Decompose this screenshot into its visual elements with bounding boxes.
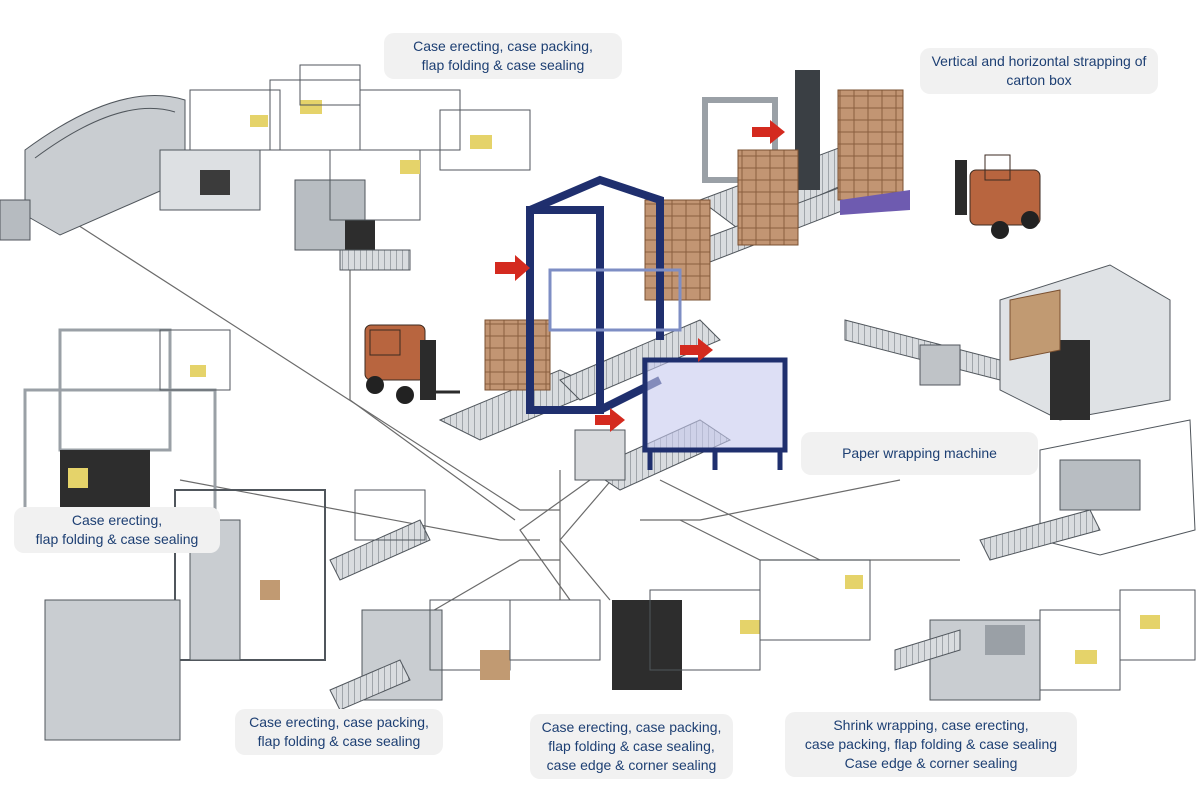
label-line: Case erecting, case packing, <box>249 714 429 730</box>
shrink-line-bottom-right <box>894 589 1196 701</box>
case-machine-right <box>979 419 1196 561</box>
label-bottom-left: Case erecting, case packing, flap foldin… <box>235 709 443 755</box>
label-line: flap folding & case sealing <box>257 733 421 749</box>
strapping-frame <box>526 175 682 414</box>
arrow-icon <box>495 255 530 281</box>
label-bottom-right: Shrink wrapping, case erecting, case pac… <box>785 712 1077 777</box>
label-bottom-center: Case erecting, case packing, flap foldin… <box>530 714 733 779</box>
label-line: Paper wrapping machine <box>842 445 997 461</box>
label-line: flap folding & case sealing <box>35 531 199 547</box>
forklift-left <box>364 324 460 404</box>
case-packer-bottom-center-left <box>329 599 601 711</box>
flow-arrows <box>495 120 785 432</box>
label-mid-right: Paper wrapping machine <box>801 432 1038 475</box>
paper-wrapping-machine <box>844 264 1171 421</box>
arrow-icon <box>595 408 625 432</box>
tunnel-machine-top-left <box>0 64 361 241</box>
arrow-icon <box>680 338 713 362</box>
forklift-right <box>955 154 1041 239</box>
label-line: carton box <box>1006 72 1072 88</box>
label-line: case edge & corner sealing <box>546 757 717 773</box>
label-line: Case erecting, case packing, <box>541 719 722 735</box>
arrow-icon <box>752 120 785 144</box>
label-top-center: Case erecting, case packing, flap foldin… <box>384 33 622 79</box>
label-top-right: Vertical and horizontal strapping of car… <box>920 48 1158 94</box>
label-line: flap folding & case sealing <box>421 57 585 73</box>
case-packer-top-center <box>294 89 531 271</box>
label-line: Vertical and horizontal strapping of <box>931 53 1147 69</box>
label-line: Case edge & corner sealing <box>844 755 1018 771</box>
label-mid-left: Case erecting, flap folding & case seali… <box>14 507 220 553</box>
label-line: Case erecting, case packing, <box>413 38 593 54</box>
label-line: case packing, flap folding & case sealin… <box>804 736 1058 752</box>
label-line: Shrink wrapping, case erecting, <box>833 717 1029 733</box>
label-line: flap folding & case sealing, <box>548 738 715 754</box>
wrap-table <box>642 357 788 470</box>
label-line: Case erecting, <box>71 512 163 528</box>
case-packer-bottom-center <box>612 559 871 690</box>
central-palletizing-area <box>438 70 910 491</box>
